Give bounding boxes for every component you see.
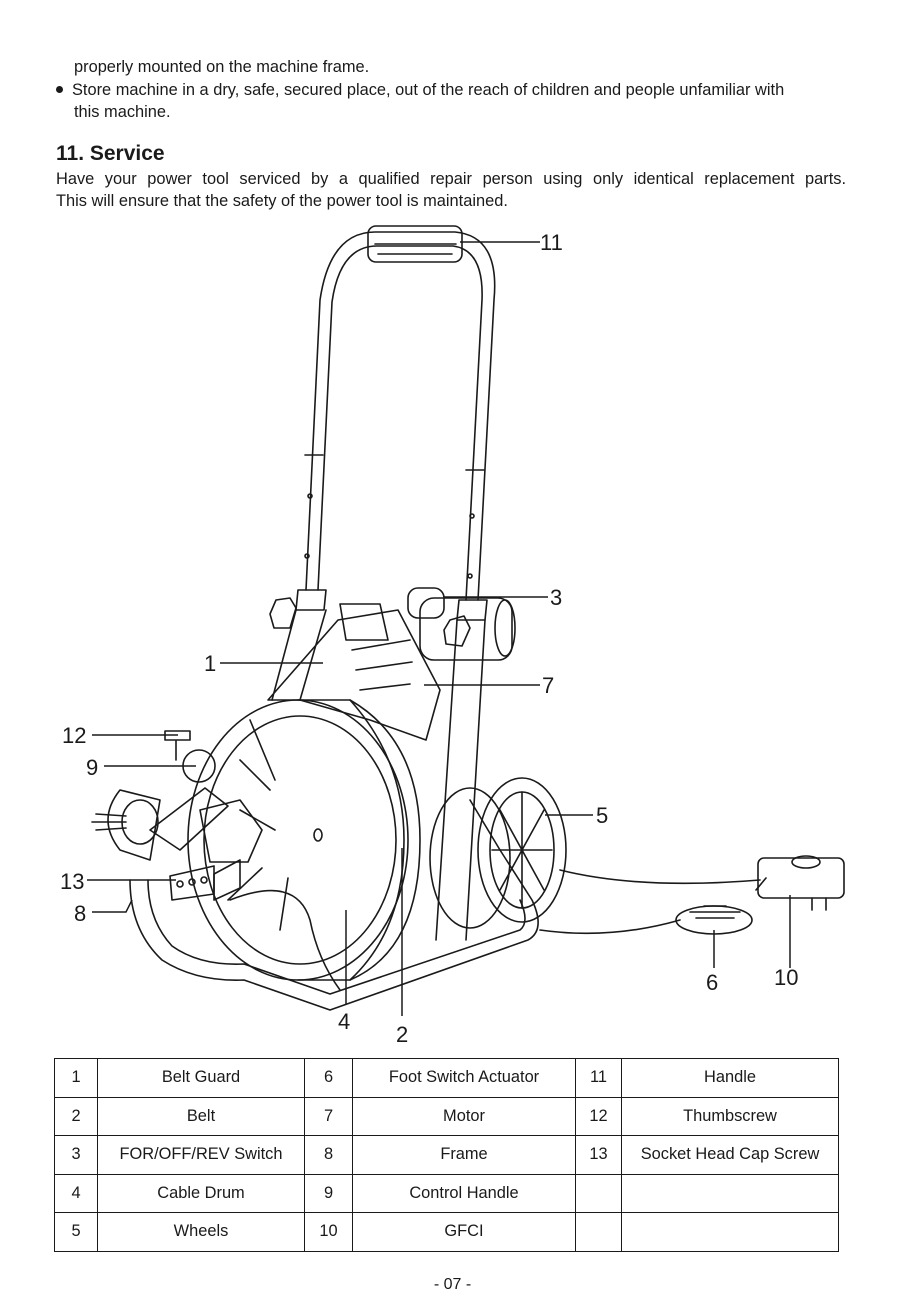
- callout-label: 12: [62, 723, 86, 748]
- part-number: 3: [54, 1135, 98, 1175]
- page-number: - 07 -: [433, 1276, 472, 1293]
- part-name: Control Handle: [352, 1173, 576, 1213]
- callout-label: 13: [60, 869, 84, 894]
- part-number: 1: [54, 1058, 98, 1098]
- part-number: 10: [304, 1212, 353, 1252]
- table-row: 5 Wheels 10 GFCI: [54, 1212, 839, 1252]
- part-name: Wheels: [97, 1212, 305, 1252]
- part-name: Socket Head Cap Screw: [621, 1135, 839, 1175]
- table-row: 1 Belt Guard 6 Foot Switch Actuator 11 H…: [54, 1058, 839, 1098]
- intro-text: properly mounted on the machine frame.: [74, 58, 370, 76]
- part-number: 7: [304, 1096, 353, 1136]
- callout-label: 6: [706, 970, 718, 995]
- part-number: 13: [575, 1135, 622, 1175]
- part-name: Motor: [352, 1096, 576, 1136]
- bullet-text: Store machine in a dry, safe, secured pl…: [72, 81, 785, 99]
- part-name: GFCI: [352, 1212, 576, 1252]
- part-name: Cable Drum: [97, 1173, 305, 1213]
- part-name: Belt: [97, 1096, 305, 1136]
- part-number: 8: [304, 1135, 353, 1175]
- part-name: [621, 1173, 839, 1213]
- part-name: Frame: [352, 1135, 576, 1175]
- part-number: 9: [304, 1173, 353, 1213]
- callout-label: 5: [596, 803, 608, 828]
- table-row: 4 Cable Drum 9 Control Handle: [54, 1173, 839, 1213]
- part-number: [575, 1212, 622, 1252]
- callout-label: 1: [204, 651, 216, 676]
- callout-label: 2: [396, 1022, 408, 1047]
- service-text-line2: This will ensure that the safety of the …: [56, 192, 508, 210]
- callout-label: 9: [86, 755, 98, 780]
- part-name: Thumbscrew: [621, 1096, 839, 1136]
- callout-label: 4: [338, 1009, 350, 1034]
- part-name: Belt Guard: [97, 1058, 305, 1098]
- part-number: 2: [54, 1096, 98, 1136]
- part-name: [621, 1212, 839, 1252]
- part-number: 12: [575, 1096, 622, 1136]
- table-row: 2 Belt 7 Motor 12 Thumbscrew: [54, 1096, 839, 1136]
- callout-label: 8: [74, 901, 86, 926]
- bullet-icon: [56, 86, 63, 93]
- bullet-item: Store machine in a dry, safe, secured pl…: [56, 79, 846, 101]
- part-name: Handle: [621, 1058, 839, 1098]
- bullet-text-continued: this machine.: [74, 103, 171, 121]
- part-name: Foot Switch Actuator: [352, 1058, 576, 1098]
- parts-table: 1 Belt Guard 6 Foot Switch Actuator 11 H…: [54, 1058, 839, 1252]
- callout-label: 7: [542, 673, 554, 698]
- part-number: [575, 1173, 622, 1213]
- table-row: 3 FOR/OFF/REV Switch 8 Frame 13 Socket H…: [54, 1135, 839, 1175]
- part-number: 11: [575, 1058, 622, 1098]
- part-name: FOR/OFF/REV Switch: [97, 1135, 305, 1175]
- callout-label: 11: [540, 230, 563, 255]
- drain-cleaner-illustration: 11 3 1 7 12 9 5 13 8 6 10 4 2: [60, 225, 845, 1047]
- callout-label: 3: [550, 585, 562, 610]
- callout-label: 10: [774, 965, 798, 990]
- section-heading: 11. Service: [56, 142, 165, 165]
- part-number: 6: [304, 1058, 353, 1098]
- part-number: 5: [54, 1212, 98, 1252]
- part-number: 4: [54, 1173, 98, 1213]
- service-text-line1: Have your power tool serviced by a quali…: [56, 170, 846, 188]
